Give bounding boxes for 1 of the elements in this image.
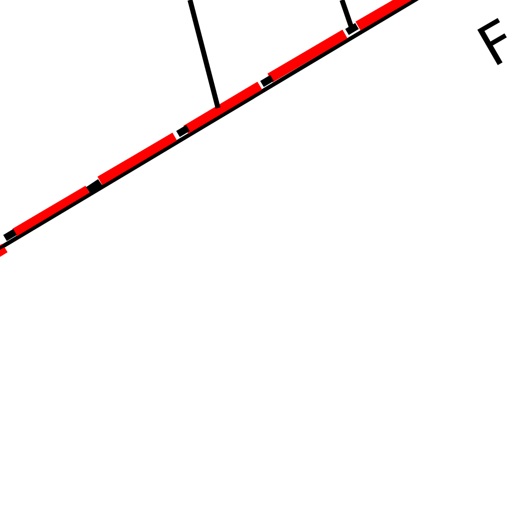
map-label: F [470, 12, 512, 76]
